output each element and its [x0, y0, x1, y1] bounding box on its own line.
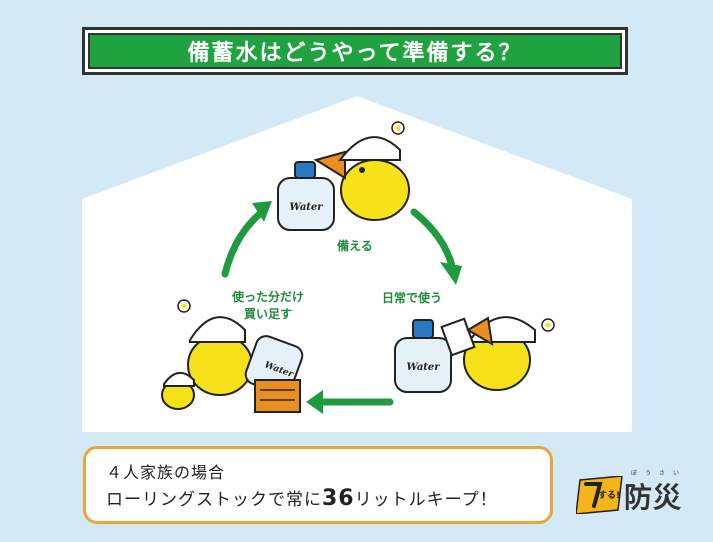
- cycle-arrows: [221, 208, 456, 406]
- info-keep-amount: ローリングストックで常に36リットルキープ！: [106, 485, 550, 514]
- chick-rebuy-illustration: Water: [161, 299, 304, 413]
- svg-text:Water: Water: [406, 362, 440, 373]
- title-banner-inner: 備蓄水はどうやって準備する？: [88, 33, 622, 69]
- tokusuru-bousai-logo: する! ぼうさい 防災: [576, 468, 701, 520]
- step-label-rebuy-line2: 買い足す: [243, 307, 292, 321]
- info-keep-prefix: ローリングストックで常に: [106, 490, 322, 510]
- page-title: 備蓄水はどうやって準備する？: [187, 41, 523, 66]
- step-label-prepare: 備える: [337, 239, 373, 253]
- logo-ruby: ぼうさい: [631, 470, 688, 477]
- svg-text:Water: Water: [289, 202, 323, 213]
- logo-badge-text: する!: [598, 491, 621, 501]
- step-label-rebuy-line1: 使った分だけ: [231, 290, 304, 304]
- step-label-rebuy: 使った分だけ 買い足す: [224, 289, 312, 323]
- step-label-daily: 日常で使う: [381, 291, 442, 305]
- info-family-size: ４人家族の場合: [106, 463, 226, 482]
- info-box: ４人家族の場合 ローリングストックで常に36リットルキープ！: [83, 446, 553, 524]
- info-keep-suffix: リットルキープ！: [354, 490, 498, 510]
- logo-main-text: 防災: [624, 481, 683, 514]
- info-keep-number: 36: [322, 486, 355, 511]
- logo-badge-icon: [576, 476, 623, 514]
- chick-prepare-illustration: Water: [277, 121, 410, 231]
- title-banner: 備蓄水はどうやって準備する？: [82, 27, 628, 75]
- chick-daily-illustration: Water: [394, 316, 555, 393]
